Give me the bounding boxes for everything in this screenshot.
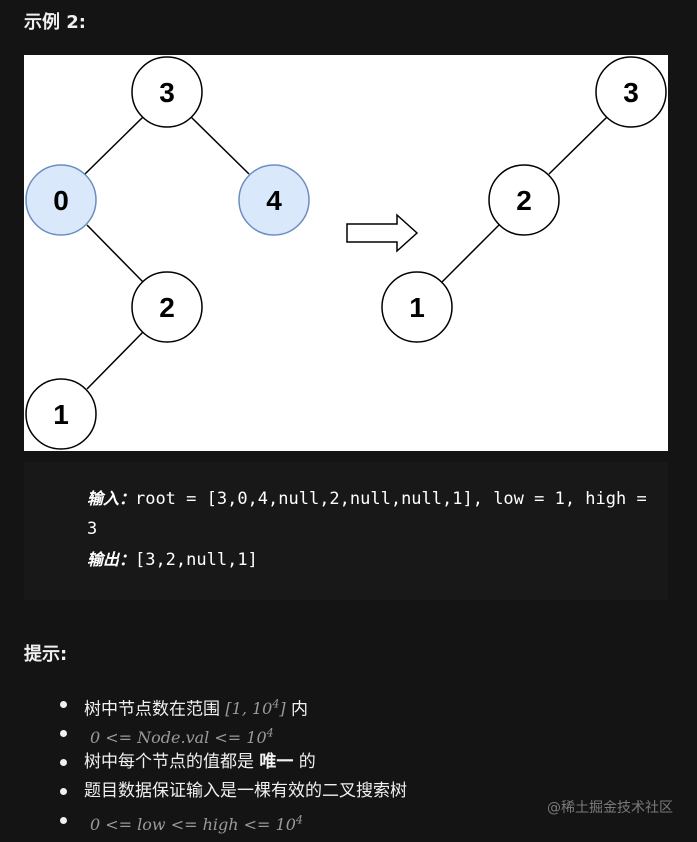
hint-text: 树中每个节点的值都是 [84, 752, 260, 772]
tree-after-node-2-label: 2 [516, 185, 532, 216]
bullet-icon [60, 788, 67, 795]
bullet-icon [60, 701, 67, 708]
tree-after-node-2: 2 [488, 164, 560, 236]
bullet-icon [60, 759, 67, 766]
edge-3-0 [84, 116, 144, 175]
tree-diagram: 3 0 4 2 1 3 [25, 56, 667, 450]
hint-text-suffix: 的 [293, 752, 316, 772]
edge-3-4 [190, 116, 250, 175]
tree-before-node-2-label: 2 [159, 292, 175, 323]
output-label: 输出： [86, 550, 135, 569]
tree-after-node-1-label: 1 [409, 292, 425, 323]
output-value: [3,2,null,1] [134, 550, 258, 570]
tree-before-node-3-label: 3 [159, 77, 175, 108]
input-value-line2: 3 [86, 519, 98, 539]
example-code-block: 输入：root = [3,0,4,null,2,null,null,1], lo… [24, 462, 668, 600]
example-title: 示例 2: [24, 12, 86, 33]
edge-0-2 [86, 224, 144, 283]
hint-math: [1, 104] [225, 698, 286, 719]
output-line: 输出：[3,2,null,1] [46, 535, 258, 586]
tree-before-node-0: 0 [25, 164, 97, 236]
tree-before-node-1: 1 [25, 378, 97, 450]
hint-text: 题目数据保证输入是一棵有效的二叉搜索树 [84, 781, 407, 801]
hint-bold: 唯一 [259, 752, 294, 772]
example-figure: 3 0 4 2 1 3 [24, 55, 668, 451]
hint-text: 树中节点数在范围 [84, 699, 226, 720]
input-label: 输入： [86, 489, 135, 508]
hints-title: 提示: [24, 644, 68, 665]
tree-before-node-0-label: 0 [53, 185, 69, 216]
tree-before-node-1-label: 1 [53, 399, 69, 430]
hint-text-suffix: 内 [285, 699, 309, 720]
tree-before-node-3: 3 [131, 56, 203, 128]
hint-math: 0 <= Node.val <= 104 [90, 727, 274, 748]
tree-after-node-1: 1 [381, 271, 453, 343]
watermark: @稀土掘金技术社区 [547, 800, 673, 816]
input-value-line1: root = [3,0,4,null,2,null,null,1], low =… [134, 489, 647, 509]
edge-after-2-1 [441, 224, 500, 283]
bullet-icon [60, 817, 67, 824]
tree-before-node-2: 2 [131, 271, 203, 343]
input-line-continued: 3 [46, 504, 97, 555]
edge-2-1 [86, 331, 144, 390]
hint-math: 0 <= low <= high <= 104 [90, 814, 303, 835]
tree-before-node-4: 4 [238, 164, 310, 236]
tree-after-node-3: 3 [595, 56, 667, 128]
edge-after-3-2 [548, 116, 608, 175]
input-line: 输入：root = [3,0,4,null,2,null,null,1], lo… [46, 474, 647, 525]
arrow-right-icon [346, 213, 419, 253]
bullet-icon [60, 730, 67, 737]
tree-before-node-4-label: 4 [266, 185, 282, 216]
tree-after-node-3-label: 3 [623, 77, 639, 108]
